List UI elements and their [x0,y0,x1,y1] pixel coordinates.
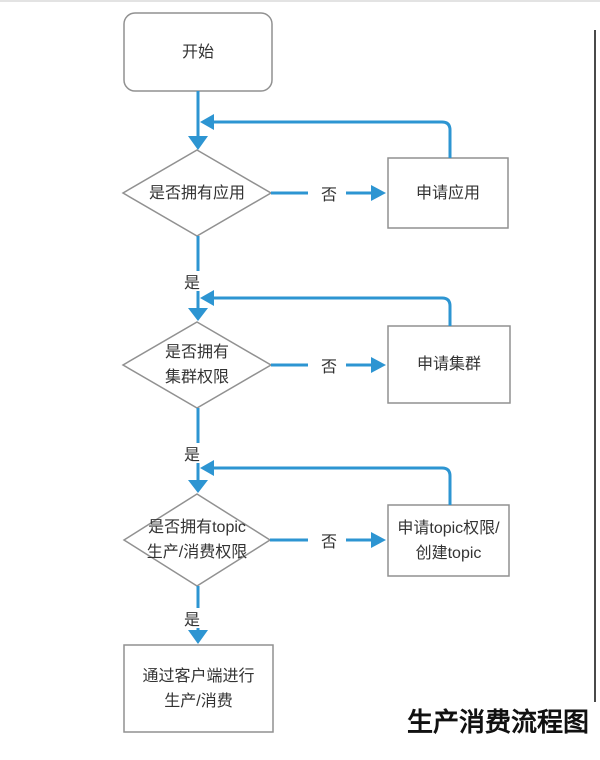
decision-topic-shape [122,493,272,587]
arrowhead-into-apply-app [371,185,386,201]
start-node-shape [123,12,273,92]
apply-topic-shape [387,504,510,577]
arrowhead-into-apply-cluster [371,357,386,373]
arrowhead-into-decision1 [188,136,208,150]
decision-cluster-shape [121,321,273,409]
arrowhead-loop1-left [200,114,214,130]
loopback-apply-cluster [214,296,452,326]
page-top-edge [0,0,600,2]
diagram-title: 生产消费流程图 [406,706,589,737]
arrowhead-into-final [188,630,208,644]
arrowhead-into-decision3 [188,480,208,493]
arrowhead-into-decision2 [188,308,208,321]
loopback-apply-topic [214,466,452,505]
arrowhead-loop2-left [200,290,214,306]
apply-cluster-shape [387,325,511,404]
arrowhead-into-apply-topic [371,532,386,548]
loopback-apply-app [214,120,452,158]
arrowhead-loop3-left [200,460,214,476]
image-right-edge [594,30,596,702]
decision-app-shape [121,149,273,237]
produce-consume-shape [123,644,274,733]
apply-app-shape [387,157,509,229]
